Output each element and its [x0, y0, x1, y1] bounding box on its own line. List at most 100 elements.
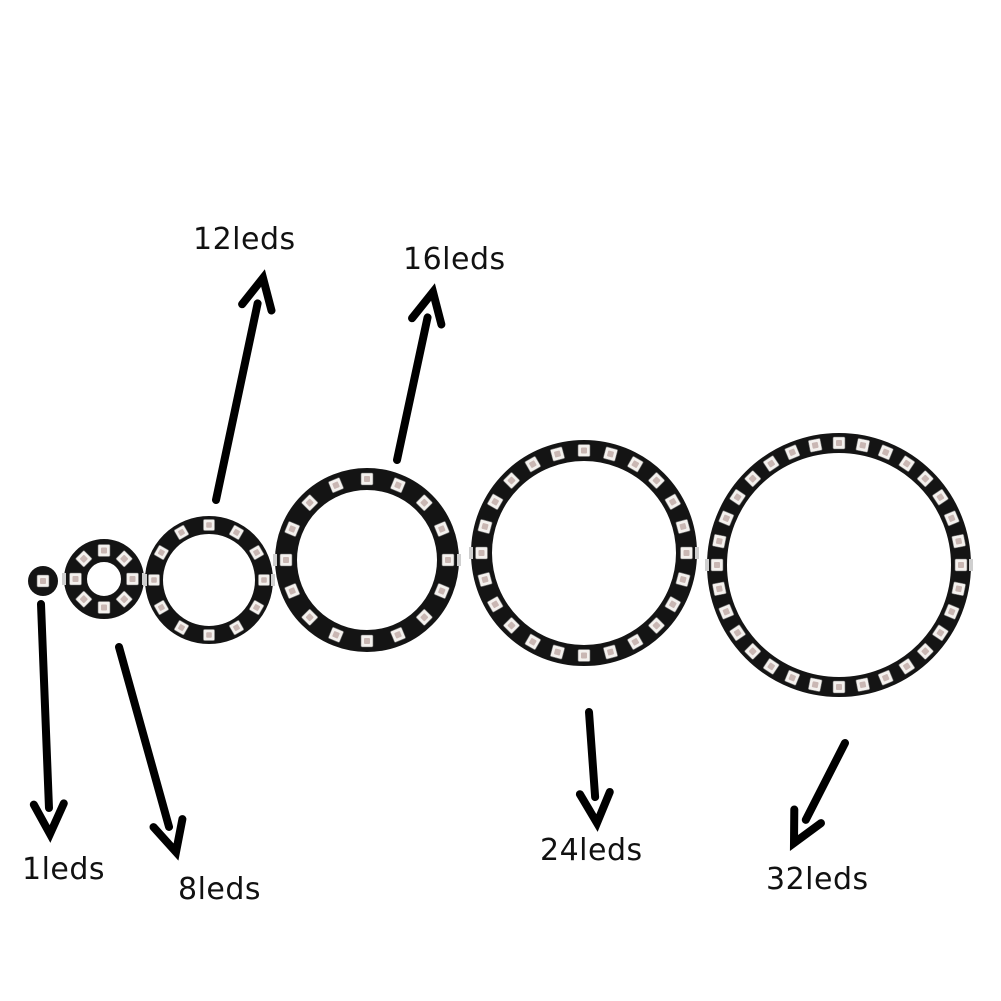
led: [675, 519, 691, 534]
led: [917, 470, 934, 487]
led: [744, 470, 761, 487]
led: [648, 617, 665, 634]
led: [855, 438, 870, 453]
connector-pad: [457, 554, 461, 566]
led: [75, 590, 93, 608]
led: [550, 644, 565, 660]
arrows: [29, 269, 849, 861]
led: [441, 553, 455, 567]
ring-board-1: [28, 566, 58, 596]
led: [477, 519, 493, 534]
led: [832, 436, 846, 450]
ring-board-12: [143, 516, 275, 644]
led: [524, 633, 541, 650]
led: [744, 643, 761, 660]
led: [898, 658, 915, 675]
led: [258, 574, 270, 586]
led: [487, 493, 504, 510]
ring-board-24: [469, 440, 699, 666]
led: [808, 438, 823, 453]
ring-board-8: [62, 539, 146, 619]
label-12leds: 12leds: [193, 222, 296, 257]
pcb-ring: [145, 516, 273, 644]
led: [416, 494, 433, 511]
led: [503, 472, 520, 489]
led: [126, 572, 139, 586]
led: [203, 519, 215, 531]
led: [877, 444, 894, 461]
led: [434, 583, 450, 599]
led: [943, 510, 960, 527]
led: [115, 590, 133, 608]
led: [808, 677, 823, 692]
led: [954, 558, 968, 572]
led: [249, 545, 265, 560]
led: [360, 472, 374, 486]
arrow-12: [212, 269, 276, 504]
led: [503, 617, 520, 634]
led: [603, 446, 618, 462]
label-24leds: 24leds: [540, 833, 643, 868]
led: [718, 603, 735, 620]
led: [69, 572, 82, 586]
led: [229, 620, 244, 636]
led: [729, 489, 746, 506]
led: [328, 627, 344, 643]
led: [917, 643, 934, 660]
arrow-1: [29, 600, 68, 843]
led: [475, 546, 488, 560]
led: [877, 669, 894, 686]
led: [680, 546, 693, 560]
led: [712, 534, 727, 549]
led: [416, 609, 433, 626]
arrow-16: [393, 283, 446, 464]
led: [97, 544, 111, 557]
led: [97, 601, 111, 614]
led: [249, 600, 265, 615]
led: [763, 455, 780, 472]
label-1leds: 1leds: [22, 852, 106, 887]
connector-pad: [705, 559, 709, 571]
led: [174, 620, 189, 636]
connector-pad: [143, 574, 147, 586]
led: [648, 472, 665, 489]
led: [174, 524, 189, 540]
label-8leds: 8leds: [178, 872, 262, 907]
led: [627, 456, 644, 473]
led: [577, 649, 591, 662]
led: [784, 444, 801, 461]
arrow-8: [115, 643, 187, 861]
led: [390, 627, 406, 643]
led: [675, 572, 691, 587]
led: [729, 624, 746, 641]
led: [932, 624, 949, 641]
led: [301, 494, 318, 511]
led: [943, 603, 960, 620]
led: [328, 477, 344, 493]
connector-pad: [271, 574, 275, 586]
connector-pad: [273, 554, 277, 566]
led: [153, 600, 169, 615]
led: [148, 574, 160, 586]
led: [898, 455, 915, 472]
led: [284, 583, 300, 599]
led: [784, 669, 801, 686]
led: [664, 493, 681, 510]
led: [36, 574, 50, 588]
led: [390, 477, 406, 493]
led-rings: [28, 433, 973, 697]
led: [718, 510, 735, 527]
led: [951, 534, 966, 549]
led: [832, 680, 846, 694]
led: [115, 550, 133, 568]
led: [951, 581, 966, 596]
led: [627, 633, 644, 650]
ring-board-16: [273, 468, 461, 652]
led: [284, 521, 300, 537]
led: [477, 572, 493, 587]
led: [712, 581, 727, 596]
led: [301, 609, 318, 626]
led: [279, 553, 293, 567]
led: [360, 634, 374, 648]
led: [603, 644, 618, 660]
